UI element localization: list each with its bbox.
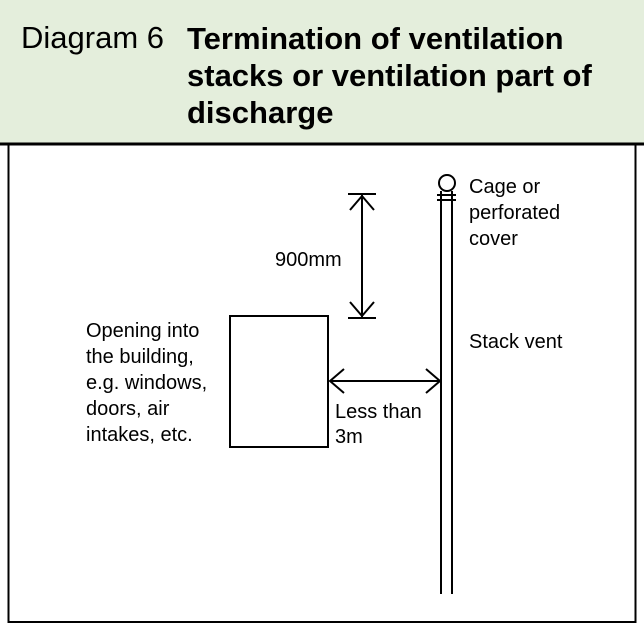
diagram-frame — [7, 143, 637, 623]
cage-cover-icon — [438, 174, 456, 192]
diagram-number: Diagram 6 — [21, 20, 164, 55]
diagram-title: Termination of ventilation stacks or ven… — [187, 21, 592, 130]
arrow-right-icon — [425, 368, 442, 394]
distance-label: Less than 3m — [335, 401, 427, 448]
arrow-up-icon — [349, 194, 375, 211]
building-opening-box — [229, 315, 329, 448]
stack-vent-label: Stack vent — [469, 331, 563, 353]
arrow-left-icon — [328, 368, 345, 394]
diagram-header: Diagram 6 Termination of ventilation sta… — [0, 0, 644, 143]
opening-label: Opening into the building, e.g. windows,… — [86, 320, 213, 446]
height-dimension-label: 900mm — [275, 249, 342, 271]
cage-cover-label: Cage or perforated cover — [469, 176, 566, 250]
arrow-down-icon — [349, 301, 375, 318]
